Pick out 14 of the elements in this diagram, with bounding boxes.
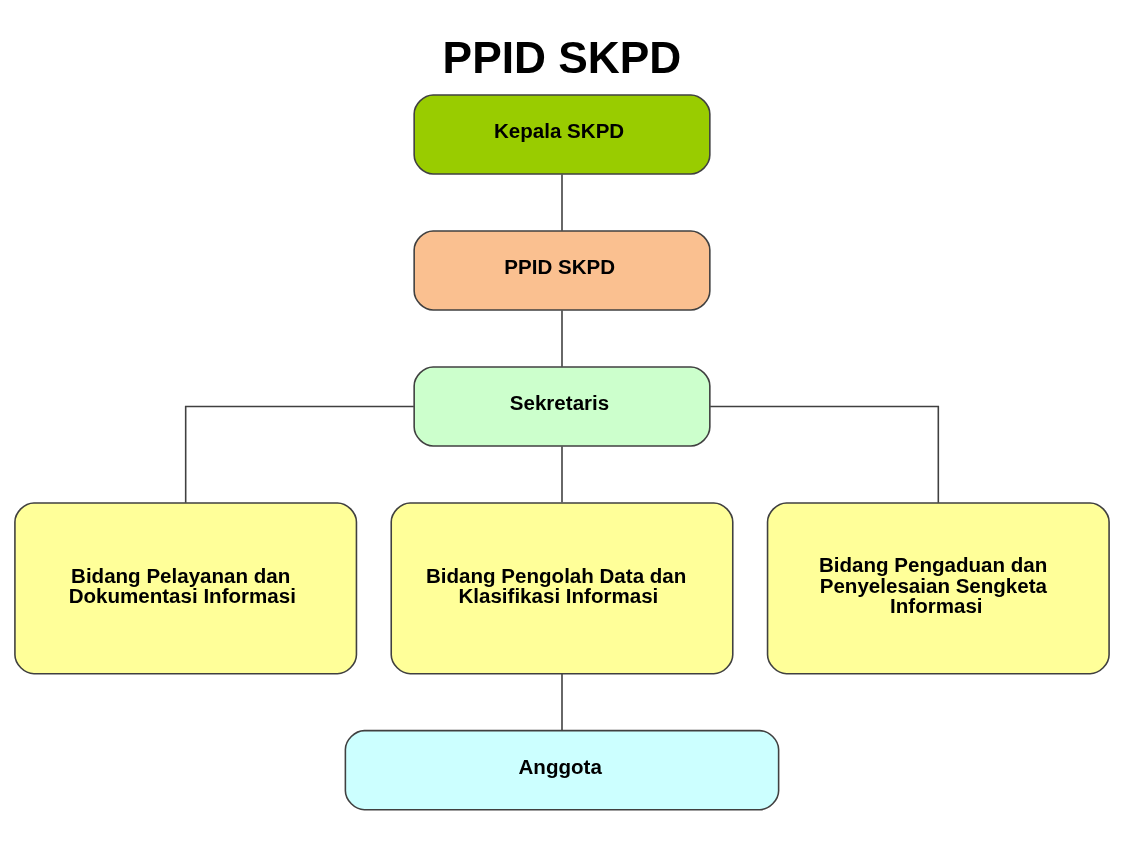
- node-box: Bidang Pengaduan dan Penyelesaian Sengketa Informasi: [766, 502, 1110, 675]
- connector: [561, 445, 563, 504]
- node-box: Sekretaris: [413, 366, 711, 447]
- connector: [561, 173, 563, 232]
- node-box: Anggota: [344, 729, 780, 811]
- node-box: Kepala SKPD: [413, 94, 711, 175]
- node-box: Bidang Pelayanan dan Dokumentasi Informasi: [14, 502, 358, 675]
- node-box: Bidang Pengolah Data dan Klasifikasi Informasi: [390, 502, 734, 675]
- node-box: PPID SKPD: [413, 230, 711, 311]
- diagram-title: PPID SKPD: [442, 33, 682, 83]
- connector: [709, 405, 940, 504]
- connector: [561, 309, 563, 368]
- connector: [561, 673, 563, 732]
- connector: [184, 405, 415, 504]
